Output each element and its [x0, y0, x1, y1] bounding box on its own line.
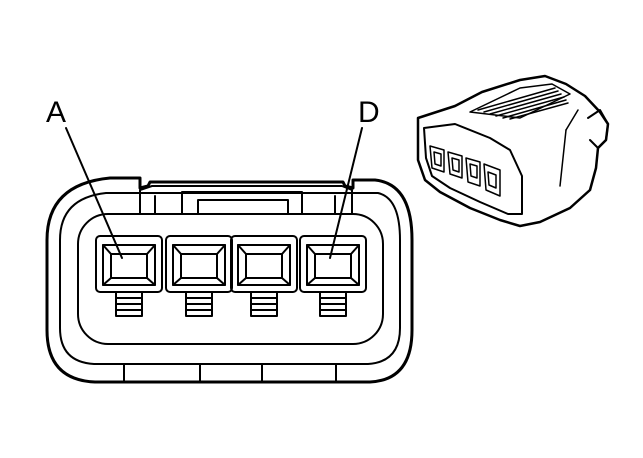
iso-lock-ramp — [469, 83, 571, 120]
leader-line-a — [65, 127, 123, 259]
pin-label-d: D — [358, 96, 380, 129]
face-plate — [77, 213, 384, 345]
iso-front-face — [423, 123, 523, 215]
leader-line-d — [329, 127, 363, 259]
housing-inner-rim — [59, 192, 401, 365]
housing-bottom-ribs — [123, 363, 337, 383]
connector-isometric-view — [416, 74, 610, 228]
connector-face-view — [45, 127, 414, 384]
pin-cavity-a — [95, 235, 163, 317]
pin-label-a: A — [46, 96, 66, 129]
iso-side-latch — [587, 109, 609, 149]
iso-pin-cavities — [429, 145, 501, 197]
iso-body-outline — [416, 74, 610, 228]
housing-outer-outline — [45, 176, 414, 384]
pin-cavity-c — [230, 235, 298, 317]
pin-cavity-b — [165, 235, 233, 317]
lock-tab — [139, 185, 353, 215]
